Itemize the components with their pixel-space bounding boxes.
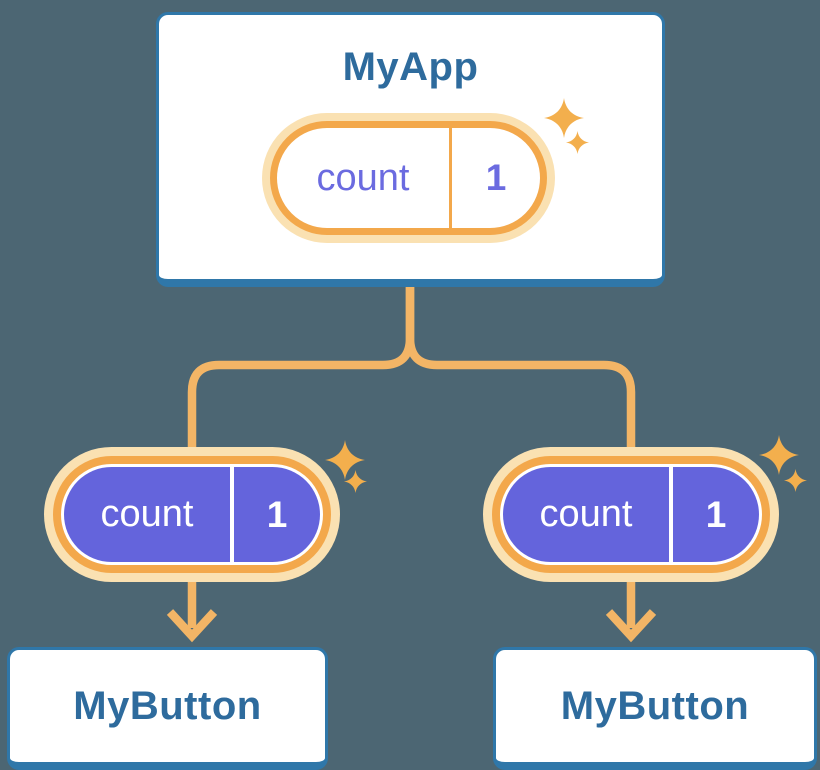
branch-left-line bbox=[187, 287, 415, 452]
state-pill-root-frame: count 1 bbox=[270, 121, 547, 235]
state-label: count bbox=[100, 493, 194, 535]
sparkle-icon bbox=[784, 469, 807, 492]
state-label: count bbox=[316, 156, 410, 199]
mybutton-right-title: MyButton bbox=[560, 683, 750, 728]
state-pill-left-body: count 1 bbox=[64, 467, 320, 562]
state-value: 1 bbox=[669, 467, 759, 562]
state-pill-left-frame: count 1 bbox=[53, 456, 331, 573]
mybutton-card-left: MyButton bbox=[7, 647, 328, 770]
sparkle-icon bbox=[566, 131, 589, 154]
sparkle-icon bbox=[544, 98, 584, 138]
state-value: 1 bbox=[230, 467, 320, 562]
sparkle-icon bbox=[344, 470, 367, 493]
sparkle-icon bbox=[759, 435, 799, 475]
state-pill-root: count 1 bbox=[262, 113, 555, 243]
mybutton-left-title: MyButton bbox=[73, 683, 262, 728]
branch-right-line bbox=[405, 287, 636, 452]
myapp-title: MyApp bbox=[342, 45, 479, 89]
arrow-right-head bbox=[605, 609, 657, 643]
mybutton-card-right: MyButton bbox=[493, 647, 817, 770]
state-value: 1 bbox=[449, 128, 540, 228]
arrow-left-head bbox=[166, 609, 218, 643]
state-pill-left-child: count 1 bbox=[44, 447, 340, 582]
state-label: count bbox=[539, 493, 633, 535]
state-pill-right-child: count 1 bbox=[483, 447, 779, 582]
sparkle-icon bbox=[325, 440, 365, 480]
state-pill-right-frame: count 1 bbox=[492, 456, 770, 573]
state-pill-right-body: count 1 bbox=[503, 467, 759, 562]
